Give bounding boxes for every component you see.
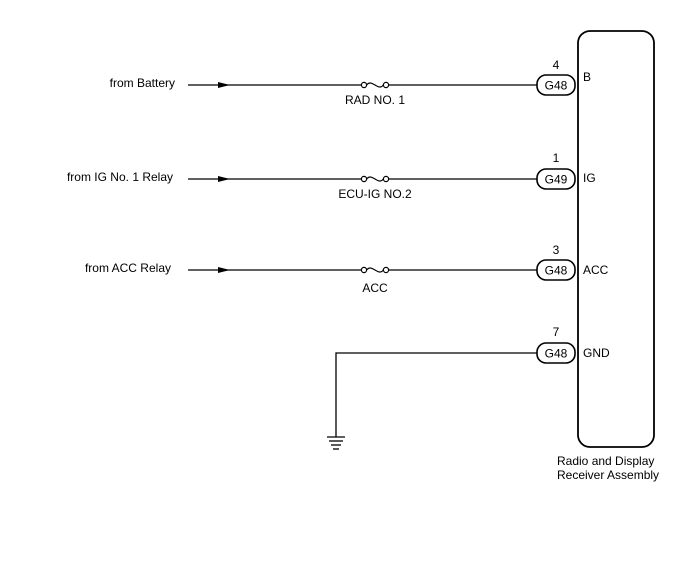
- pin-number-7: 7: [553, 325, 560, 339]
- pin-number-4: 4: [553, 58, 560, 72]
- source-label-ig-relay: from IG No. 1 Relay: [67, 170, 173, 184]
- connector-g48-acc: [536, 259, 576, 281]
- flow-arrow-icon: [218, 82, 230, 88]
- terminal-label-gnd: GND: [583, 346, 610, 360]
- fuse-icon: [360, 175, 390, 183]
- connector-label-g49: G49: [545, 173, 568, 187]
- source-label-battery: from Battery: [110, 76, 175, 90]
- radio-display-receiver-assembly: [577, 30, 655, 448]
- connector-g48-gnd: [536, 342, 576, 364]
- fuse-label-acc: ACC: [362, 281, 388, 295]
- pin-number-3: 3: [553, 243, 560, 257]
- flow-arrow-icon: [218, 267, 230, 273]
- assembly-label-line1: Radio and Display: [557, 454, 654, 468]
- source-label-acc-relay: from ACC Relay: [85, 261, 171, 275]
- circuit-acc-relay: from ACC Relay ACC 3 G48 ACC: [85, 243, 609, 295]
- connector-label-g48-gnd: G48: [545, 347, 568, 361]
- fuse-label-ecu-ig-no2: ECU-IG NO.2: [338, 187, 412, 201]
- terminal-label-b: B: [583, 70, 591, 84]
- assembly-label-line2: Receiver Assembly: [557, 468, 659, 482]
- circuit-battery: from Battery RAD NO. 1 4 G48 B: [110, 58, 591, 107]
- connector-label-g48: G48: [545, 79, 568, 93]
- wire-ground: [335, 352, 537, 437]
- terminal-label-ig: IG: [583, 171, 596, 185]
- circuit-ground: 7 G48 GND: [327, 325, 610, 450]
- fuse-icon: [360, 81, 390, 89]
- fuse-icon: [360, 266, 390, 274]
- ground-icon: [327, 436, 345, 450]
- terminal-label-acc: ACC: [583, 263, 609, 277]
- connector-label-g48-acc: G48: [545, 264, 568, 278]
- flow-arrow-icon: [218, 176, 230, 182]
- pin-number-1: 1: [553, 151, 560, 165]
- connector-g49-ig: [536, 168, 576, 190]
- circuit-ig-relay: from IG No. 1 Relay ECU-IG NO.2 1 G49 IG: [67, 151, 596, 201]
- fuse-label-rad-no1: RAD NO. 1: [345, 93, 405, 107]
- connector-g48-b: [536, 74, 576, 96]
